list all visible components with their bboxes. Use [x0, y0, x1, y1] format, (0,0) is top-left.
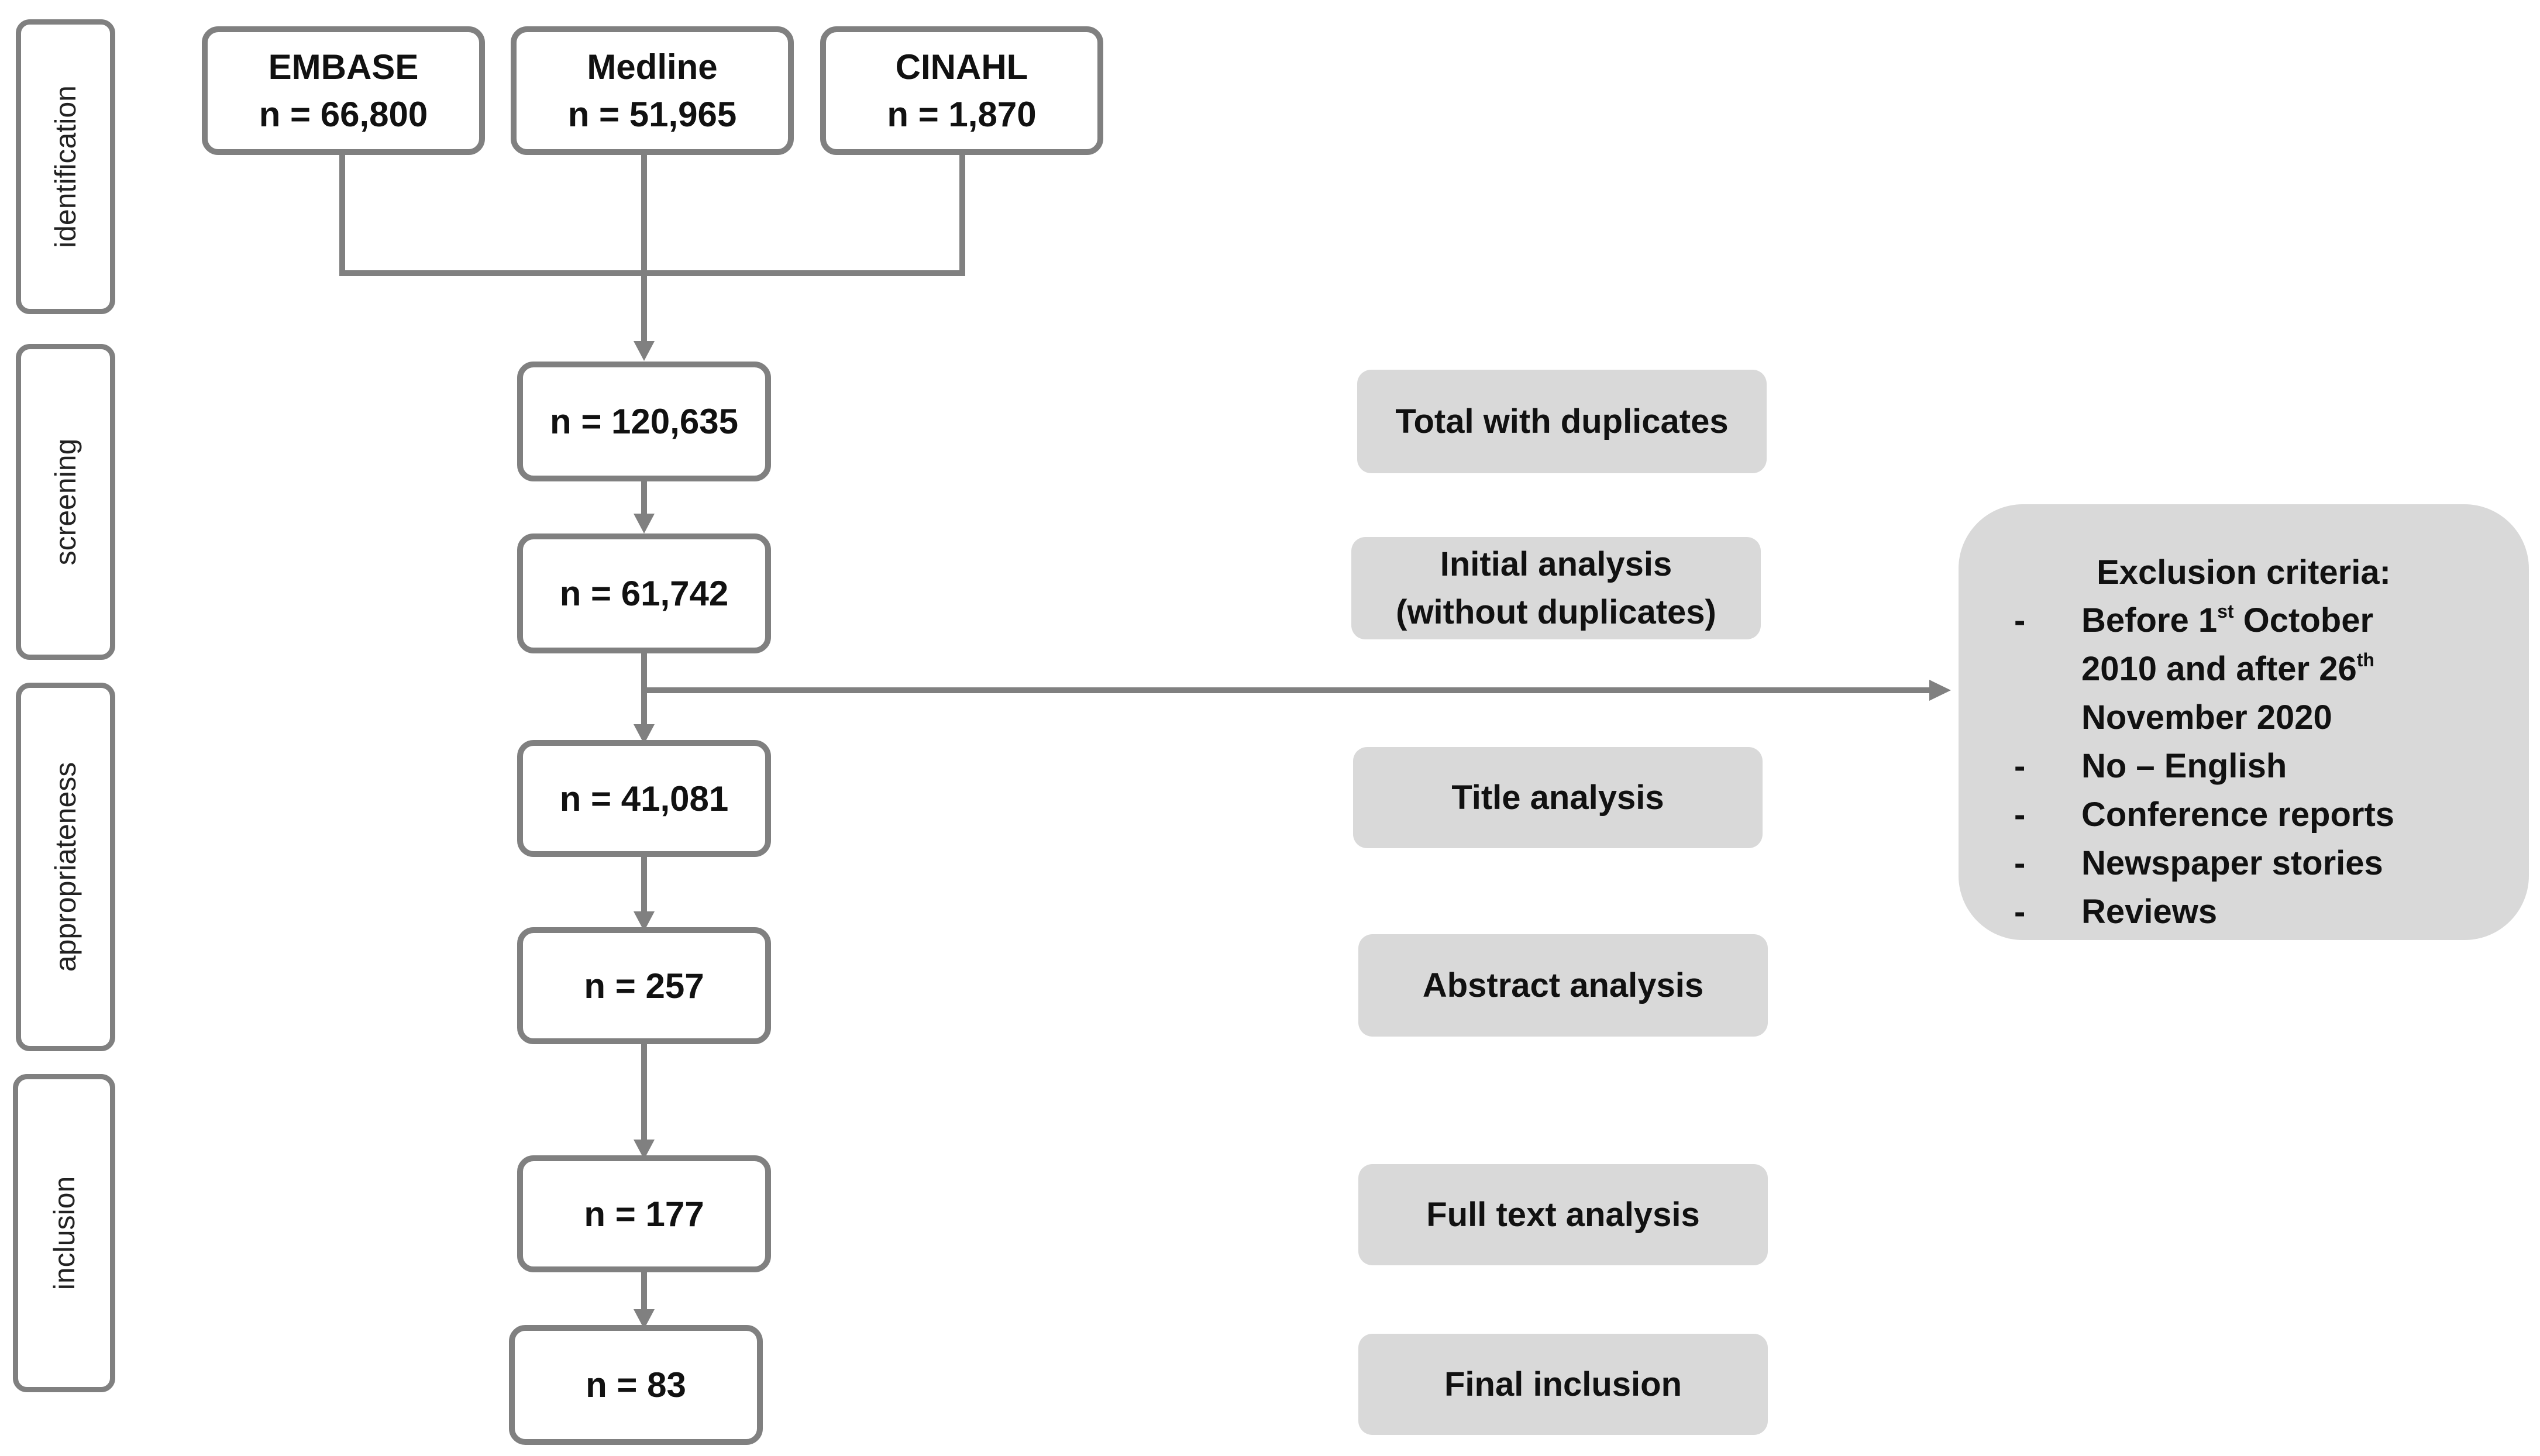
exclusion-date-part4: November 2020	[2081, 698, 2332, 736]
step-text: Title analysis	[1451, 778, 1664, 817]
count-text: n = 83	[586, 1365, 686, 1405]
bullet-dash: -	[2014, 893, 2026, 931]
exclusion-item-text: Reviews	[2081, 893, 2218, 931]
source-embase: EMBASE n = 66,800	[202, 26, 485, 155]
stage-screening: screening	[16, 344, 115, 660]
source-name: Medline	[587, 47, 718, 87]
arrowhead	[1929, 680, 1951, 701]
source-count: n = 66,800	[259, 95, 428, 134]
exclusion-criteria-box: Exclusion criteria: - Before 1st October…	[1959, 504, 2529, 940]
merge-connector	[339, 153, 965, 276]
source-medline: Medline n = 51,965	[511, 26, 794, 155]
exclusion-date-line1: Before 1st October	[2081, 596, 2373, 645]
arrowhead	[634, 724, 655, 744]
count-box-final: n = 83	[509, 1325, 763, 1445]
exclusion-date-line2: 2010 and after 26th	[2081, 645, 2374, 693]
exclusion-date-sup2: th	[2356, 649, 2374, 670]
count-box-title: n = 41,081	[517, 740, 771, 857]
count-text: n = 177	[584, 1194, 704, 1234]
exclusion-date-line3: November 2020	[2081, 693, 2332, 742]
arrowhead	[634, 911, 655, 931]
source-count: n = 1,870	[887, 95, 1037, 134]
exclusion-item-date: - Before 1st October 2010 and after 26th…	[1959, 596, 2529, 742]
step-text-line1: Initial analysis	[1440, 545, 1672, 584]
bullet-dash: -	[2014, 844, 2026, 882]
step-label-initial: Initial analysis (without duplicates)	[1351, 537, 1761, 639]
arrowhead	[634, 341, 655, 361]
source-count: n = 51,965	[567, 95, 737, 134]
exclusion-date-part2: October	[2233, 601, 2374, 639]
exclusion-title: Exclusion criteria:	[2097, 553, 2391, 591]
arrowhead	[634, 1140, 655, 1159]
source-cinahl: CINAHL n = 1,870	[820, 26, 1103, 155]
exclusion-date-sup1: st	[2217, 601, 2234, 622]
exclusion-date-part1: Before 1	[2081, 601, 2218, 639]
source-name: CINAHL	[895, 47, 1028, 87]
bullet-dash: -	[2014, 747, 2026, 785]
count-text: n = 41,081	[559, 779, 729, 818]
exclusion-item-text: No – English	[2081, 747, 2287, 785]
step-label-final: Final inclusion	[1358, 1334, 1768, 1435]
exclusion-item-text: Newspaper stories	[2081, 844, 2383, 882]
count-text: n = 61,742	[559, 574, 729, 613]
count-box-total: n = 120,635	[517, 362, 771, 481]
count-box-fulltext: n = 177	[517, 1155, 771, 1272]
step-label-abstract: Abstract analysis	[1358, 934, 1768, 1037]
step-label-fulltext: Full text analysis	[1358, 1164, 1768, 1265]
arrowhead	[634, 514, 655, 533]
step-text-line2: (without duplicates)	[1396, 593, 1716, 631]
step-text: Final inclusion	[1444, 1365, 1682, 1403]
stage-screening-label: screening	[49, 438, 82, 566]
exclusion-item-text: Conference reports	[2081, 796, 2395, 834]
step-label-total: Total with duplicates	[1357, 370, 1767, 473]
step-text: Total with duplicates	[1395, 402, 1729, 440]
step-text: Abstract analysis	[1422, 966, 1704, 1004]
count-text: n = 257	[584, 966, 704, 1006]
step-text: Full text analysis	[1426, 1195, 1700, 1234]
stage-identification-label: identification	[49, 85, 82, 248]
step-label-title: Title analysis	[1353, 747, 1763, 848]
stage-appropriateness-label: appropriateness	[49, 762, 82, 972]
bullet-dash: -	[2014, 796, 2026, 834]
bullet-dash: -	[2014, 601, 2026, 639]
stage-inclusion-label: inclusion	[47, 1176, 81, 1290]
arrowhead	[634, 1309, 655, 1329]
count-text: n = 120,635	[550, 402, 738, 441]
exclusion-date-part3: 2010 and after 26	[2081, 650, 2357, 688]
stage-inclusion: inclusion	[13, 1074, 115, 1392]
count-box-abstract: n = 257	[517, 927, 771, 1044]
stage-identification: identification	[16, 19, 115, 314]
count-box-dedup: n = 61,742	[517, 533, 771, 653]
stage-appropriateness: appropriateness	[16, 683, 115, 1051]
source-name: EMBASE	[268, 47, 419, 87]
